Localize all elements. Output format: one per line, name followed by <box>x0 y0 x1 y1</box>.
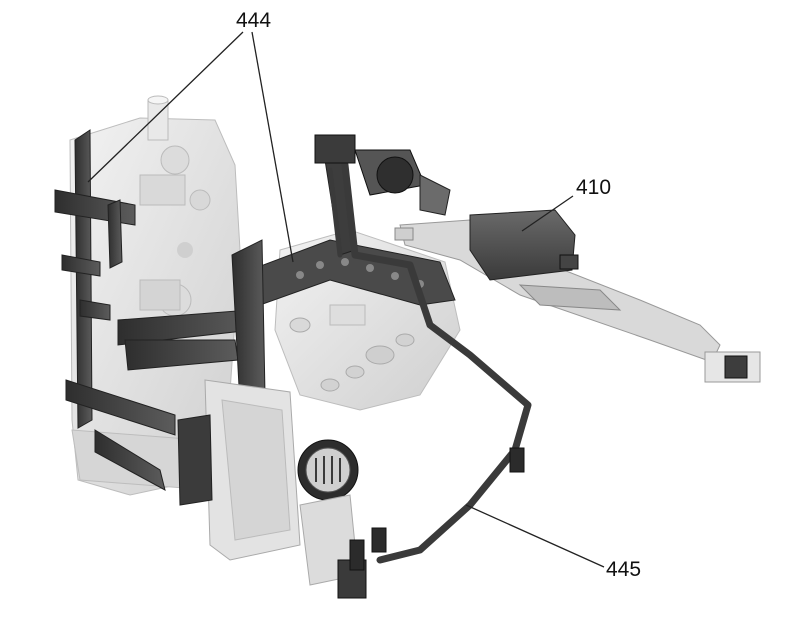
cable-harness-445 <box>327 161 532 564</box>
left-lead-frame <box>54 129 253 491</box>
leader-444-b <box>251 31 294 263</box>
reference-label-410: 410 <box>576 176 612 199</box>
leader-444-a <box>87 31 244 183</box>
leader-lines <box>87 31 605 568</box>
harness-top-connector <box>314 134 451 216</box>
reference-label-445: 445 <box>606 558 642 581</box>
reference-label-444: 444 <box>236 9 272 32</box>
leader-410 <box>521 195 574 232</box>
harness-clips <box>349 447 525 571</box>
sensor-assembly-410 <box>394 209 761 383</box>
control-unit-module <box>177 379 367 599</box>
leader-445 <box>465 504 605 568</box>
